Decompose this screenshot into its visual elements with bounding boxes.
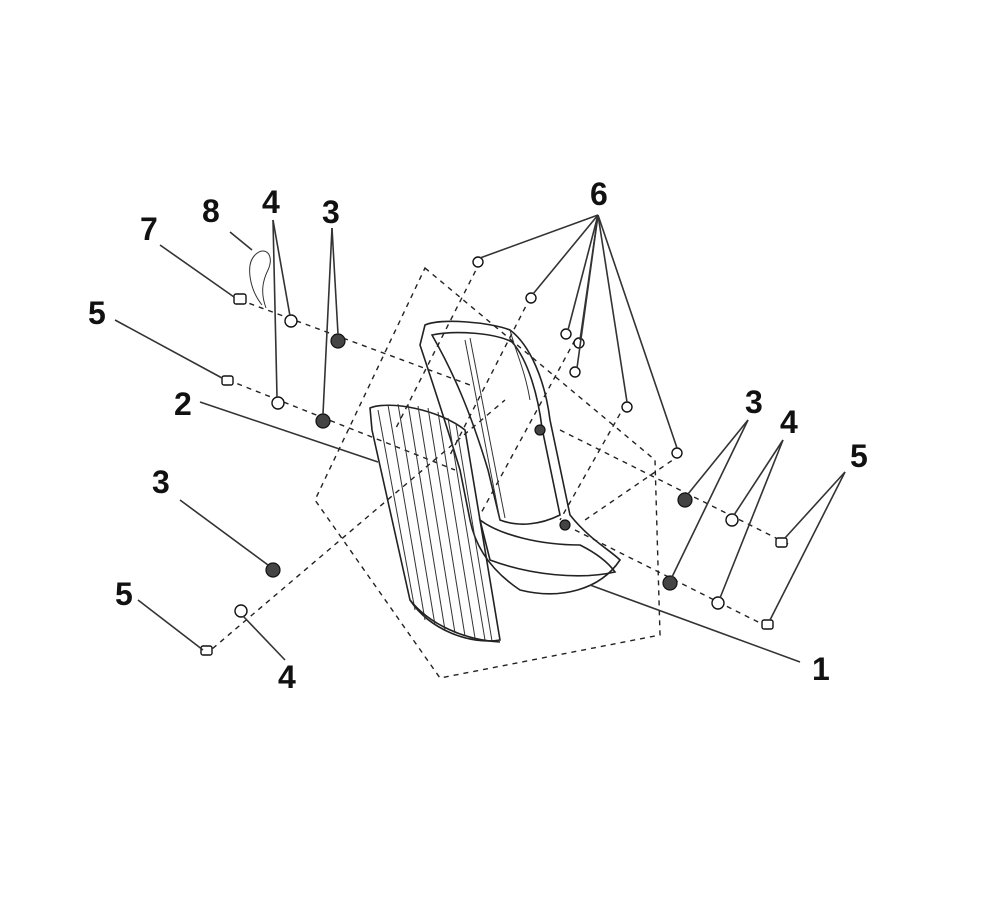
callout-3-right: 3 xyxy=(745,384,763,420)
leader-lines xyxy=(114,214,846,663)
nut-3-icon xyxy=(677,492,693,508)
washer-4-icon xyxy=(725,513,739,527)
bolt-5-icon xyxy=(761,619,774,630)
clip-6-icon xyxy=(560,328,572,340)
cable-loop-8-icon xyxy=(249,250,271,309)
callout-4-lower: 4 xyxy=(278,659,296,695)
callout-4-right: 4 xyxy=(780,404,798,440)
callout-1: 1 xyxy=(812,651,830,687)
clip-6-icon xyxy=(525,292,537,304)
fastener-group xyxy=(200,250,788,656)
nut-3-icon xyxy=(265,562,281,578)
front-grille-part xyxy=(369,403,501,643)
washer-4-icon xyxy=(271,396,285,410)
nut-3-icon xyxy=(315,413,331,429)
clip-6-icon xyxy=(671,447,683,459)
callout-5-right: 5 xyxy=(850,438,868,474)
bolt-5-icon xyxy=(775,537,788,548)
callout-6: 6 xyxy=(590,176,608,212)
clip-6-icon xyxy=(569,366,581,378)
washer-4-icon xyxy=(284,314,298,328)
callout-2: 2 xyxy=(174,386,192,422)
screw-7-icon xyxy=(233,293,247,305)
callout-4-upper: 4 xyxy=(262,184,280,220)
washer-4-icon xyxy=(711,596,725,610)
callout-3-left: 3 xyxy=(152,464,170,500)
clip-6-icon xyxy=(573,337,585,349)
nut-3-icon xyxy=(330,333,346,349)
clip-6-icon xyxy=(472,256,484,268)
nut-3-icon xyxy=(662,575,678,591)
callout-5-lower: 5 xyxy=(115,576,133,612)
bolt-5-icon xyxy=(200,645,213,656)
clip-6-icon xyxy=(621,401,633,413)
callout-labels: 6 8 4 3 7 5 2 3 5 4 3 4 5 1 xyxy=(88,176,868,695)
fastener-axis-lines xyxy=(204,261,791,656)
washer-4-icon xyxy=(234,604,248,618)
callout-8: 8 xyxy=(202,193,220,229)
rear-housing-part xyxy=(419,320,622,595)
housing-clip-icon xyxy=(534,424,546,436)
housing-clip-icon xyxy=(559,519,571,531)
callout-5-left: 5 xyxy=(88,295,106,331)
callout-7: 7 xyxy=(140,211,158,247)
callout-3-upper: 3 xyxy=(322,194,340,230)
bolt-5-icon xyxy=(221,375,234,386)
